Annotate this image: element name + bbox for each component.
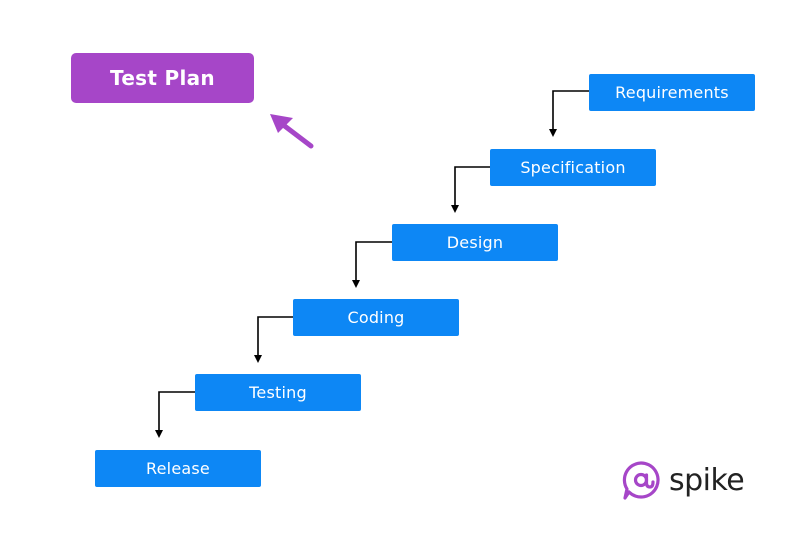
step-requirements: Requirements [589, 74, 755, 111]
step-label: Requirements [615, 83, 729, 102]
brand-logo: spike [621, 458, 771, 502]
step-label: Testing [249, 383, 307, 402]
spike-logo-icon [622, 461, 660, 500]
step-release: Release [95, 450, 261, 487]
step-label: Specification [520, 158, 626, 177]
step-specification: Specification [490, 149, 656, 186]
connector-requirements-to-specification [549, 90, 589, 137]
step-coding: Coding [293, 299, 459, 336]
step-testing: Testing [195, 374, 361, 411]
step-label: Release [146, 459, 210, 478]
step-label: Design [446, 233, 504, 252]
connector-specification-to-design [451, 166, 490, 213]
test-plan-box: Test Plan [71, 53, 254, 103]
test-plan-label: Test Plan [110, 66, 215, 90]
arrow-up-left-icon [270, 114, 314, 149]
step-design: Design [392, 224, 558, 261]
connector-design-to-coding [352, 241, 392, 288]
brand-name: spike [669, 462, 745, 498]
connector-testing-to-release [155, 391, 195, 438]
connector-coding-to-testing [254, 316, 293, 363]
step-label: Coding [347, 308, 405, 327]
